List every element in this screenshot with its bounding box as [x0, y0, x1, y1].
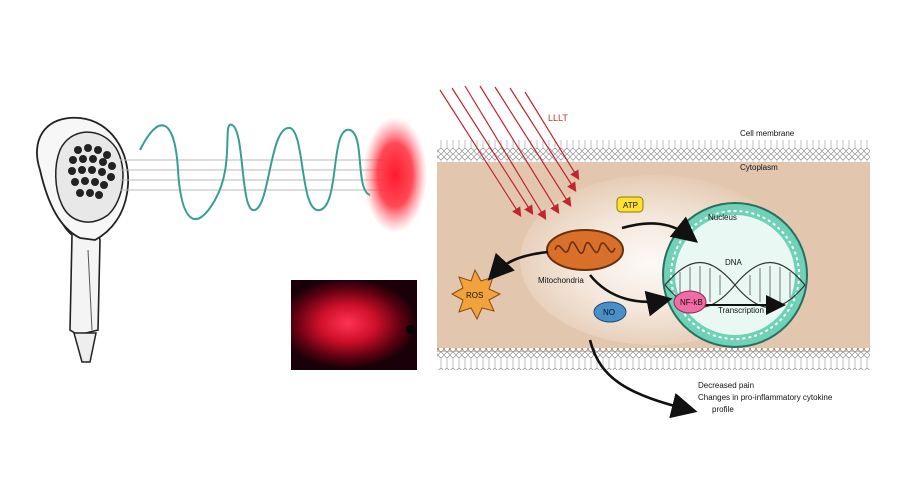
- transcription-label: Transcription: [718, 306, 764, 315]
- atp-label: ATP: [623, 201, 638, 210]
- nfkb-badge: [673, 290, 707, 314]
- mitochondria-icon: [546, 229, 624, 271]
- laser-beam: [120, 123, 385, 221]
- red-light-photo: [291, 280, 417, 370]
- no-badge: [593, 301, 627, 323]
- nucleus: [662, 202, 808, 348]
- nfkb-label: NF-kB: [680, 298, 703, 307]
- wave-helix: [139, 123, 371, 221]
- cytoplasm-label: Cytoplasm: [740, 163, 778, 172]
- dna-label: DNA: [725, 258, 743, 267]
- photo-dark-spot: [406, 325, 415, 334]
- pathway-arrows: [487, 216, 699, 419]
- lllt-arrows: [439, 85, 580, 221]
- lllt-label: LLLT: [548, 113, 568, 123]
- outcome-line-1: Decreased pain: [698, 381, 754, 390]
- red-light-spot: [363, 117, 427, 233]
- outcome-line-3: profile: [712, 405, 734, 414]
- ros-label: ROS: [466, 291, 483, 300]
- ros-burst-icon: [450, 268, 502, 321]
- outcome-line-2: Changes in pro-inflammatory cytokine: [698, 393, 833, 402]
- laser-device-icon: [36, 117, 129, 363]
- atp-badge: [616, 196, 644, 213]
- cell-membrane-label: Cell membrane: [740, 129, 795, 138]
- nucleus-label: Nucleus: [708, 213, 737, 222]
- no-label: NO: [603, 308, 615, 317]
- mitochondria-label: Mitochondria: [538, 276, 584, 285]
